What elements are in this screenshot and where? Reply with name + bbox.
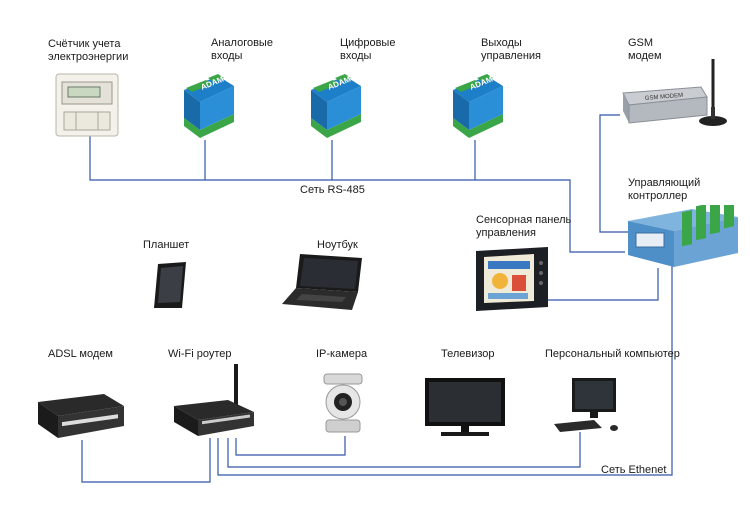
tablet-label: Планшет bbox=[143, 239, 190, 251]
controller-icon bbox=[622, 192, 742, 270]
laptop-icon bbox=[280, 252, 365, 314]
wifi-router-label: Wi-Fi роутер bbox=[168, 348, 232, 360]
svg-text:GSM MODEM: GSM MODEM bbox=[645, 93, 684, 102]
ethernet-cam-line bbox=[235, 436, 346, 456]
touch-panel-icon bbox=[472, 245, 550, 313]
ethernet-pc-line bbox=[227, 432, 581, 468]
rs485-network-label: Сеть RS-485 bbox=[300, 184, 365, 196]
ethernet-main-line bbox=[217, 262, 673, 476]
ethernet-adsl-line bbox=[81, 438, 211, 483]
pc-icon bbox=[550, 376, 630, 436]
ip-camera-icon bbox=[318, 368, 368, 436]
digital-input-module-icon: ADAM bbox=[305, 72, 365, 142]
rs485-bus-line bbox=[89, 135, 625, 253]
ethernet-network-label: Сеть Ethenet bbox=[601, 464, 667, 476]
gsm-modem-icon: GSM MODEM bbox=[615, 55, 740, 130]
panel-link-line bbox=[540, 268, 659, 301]
tv-icon bbox=[423, 376, 507, 438]
pc-label: Персональный компьютер bbox=[545, 348, 680, 360]
analog-input-module-icon: ADAM bbox=[178, 72, 238, 142]
ip-camera-label: IP-камера bbox=[316, 348, 368, 360]
tablet-icon bbox=[150, 260, 190, 310]
adsl-modem-icon bbox=[34, 386, 126, 442]
gsm-link-line bbox=[599, 114, 628, 233]
tv-label: Телевизор bbox=[441, 348, 495, 360]
laptop-label: Ноутбук bbox=[317, 239, 358, 251]
adsl-modem-label: ADSL модем bbox=[48, 348, 113, 360]
wifi-router-icon bbox=[168, 362, 258, 440]
control-output-module-icon: ADAM bbox=[447, 72, 507, 142]
energy-meter-icon bbox=[52, 72, 122, 138]
